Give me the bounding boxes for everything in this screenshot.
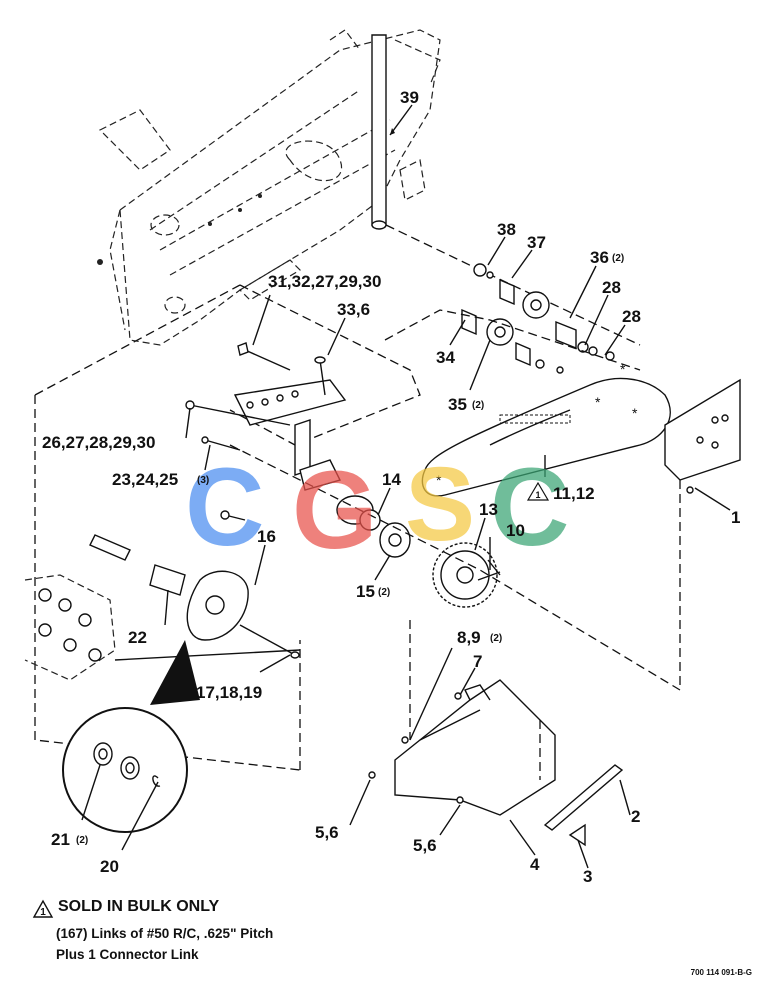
callout-17: 17,18,19 xyxy=(196,683,262,702)
svg-text:*: * xyxy=(620,361,626,377)
note-triangle-icon: 1 xyxy=(32,899,54,918)
hub-14-15 xyxy=(229,444,681,691)
clip-3 xyxy=(568,823,586,847)
callout-21-qty: (2) xyxy=(76,835,88,846)
callout-38: 38 xyxy=(497,220,516,239)
detail-inset xyxy=(62,640,200,833)
callout-11: 11,12 xyxy=(553,484,595,503)
callout-36-qty: (2) xyxy=(612,253,624,264)
bracket-1 xyxy=(664,378,741,690)
callout-28-lower: 28 xyxy=(622,307,641,326)
sprocket-13 xyxy=(432,542,501,608)
callout-1: 1 xyxy=(731,508,740,527)
watermark-letter-4: C xyxy=(490,446,569,569)
callout-15-qty: (2) xyxy=(378,587,390,598)
header-left xyxy=(24,574,301,681)
callout-39: 39 xyxy=(400,88,419,107)
callout-labels: 39 38 37 36 (2) 28 28 31,32,27,29,30 33,… xyxy=(42,88,740,886)
svg-text:*: * xyxy=(436,472,442,488)
bulk-note-marker: 1 xyxy=(526,481,550,501)
callout-33: 33,6 xyxy=(337,300,370,319)
callout-7: 7 xyxy=(473,652,482,671)
callout-35-qty: (2) xyxy=(472,400,484,411)
callout-8: 8,9 xyxy=(457,628,481,647)
note-title: SOLD IN BULK ONLY xyxy=(58,898,220,915)
callout-26: 26,27,28,29,30 xyxy=(42,433,155,452)
callout-21: 21 xyxy=(51,830,70,849)
shaft-22 xyxy=(89,534,186,596)
upper-shaft-assembly xyxy=(384,224,641,374)
leaders xyxy=(81,104,731,869)
callout-5-6-right: 5,6 xyxy=(413,836,437,855)
watermark-letter-2: G xyxy=(292,449,378,572)
bar-39 xyxy=(371,34,387,230)
bulk-note-marker-label: 1 xyxy=(535,490,540,500)
drawing-number: 700 114 091-B-G xyxy=(690,968,752,977)
note-line-2: Plus 1 Connector Link xyxy=(56,947,199,962)
deflector-4 xyxy=(368,620,556,816)
callout-23: 23,24,25 xyxy=(112,470,178,489)
callout-5-6-left: 5,6 xyxy=(315,823,339,842)
note-triangle-label: 1 xyxy=(40,907,46,918)
callout-15: 15 xyxy=(356,582,375,601)
watermark-letter-3: S xyxy=(405,446,475,563)
callout-36: 36 xyxy=(590,248,609,267)
callout-20: 20 xyxy=(100,857,119,876)
callout-16: 16 xyxy=(257,527,276,546)
callout-22: 22 xyxy=(128,628,147,647)
callout-14: 14 xyxy=(382,470,401,489)
callout-2: 2 xyxy=(631,807,640,826)
callout-34: 34 xyxy=(436,348,455,367)
watermark: C G S C xyxy=(185,446,569,572)
callout-8-qty: (2) xyxy=(490,633,502,644)
callout-23-qty: (3) xyxy=(197,475,209,486)
gear-16 xyxy=(186,570,300,659)
note-line-1: (167) Links of #50 R/C, .625" Pitch xyxy=(56,926,274,941)
callout-13: 13 xyxy=(479,500,498,519)
callout-35: 35 xyxy=(448,395,467,414)
watermark-letter-1: C xyxy=(185,446,264,569)
svg-text:*: * xyxy=(632,405,638,421)
callout-4: 4 xyxy=(530,855,540,874)
callout-37: 37 xyxy=(527,233,546,252)
callout-10: 10 xyxy=(506,521,525,540)
callout-3: 3 xyxy=(583,867,592,886)
svg-text:*: * xyxy=(595,394,601,410)
callout-28-upper: 28 xyxy=(602,278,621,297)
callout-31: 31,32,27,29,30 xyxy=(268,272,381,291)
main-bracket xyxy=(34,284,421,771)
strip-2 xyxy=(543,764,624,831)
